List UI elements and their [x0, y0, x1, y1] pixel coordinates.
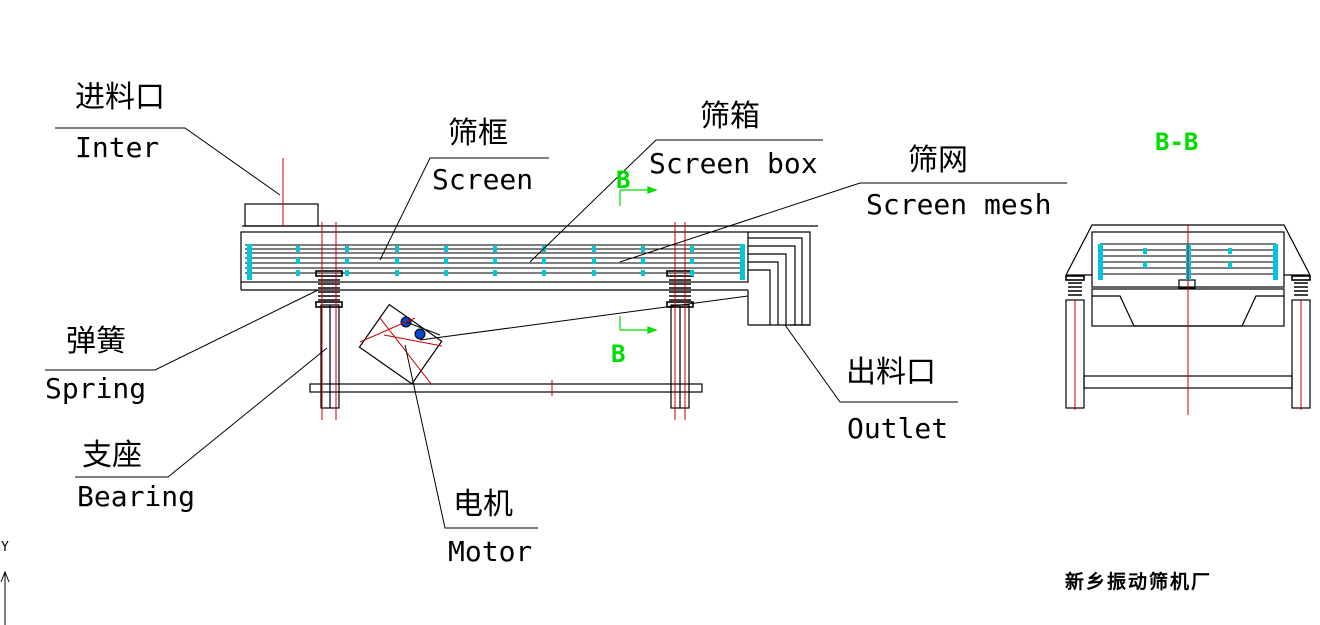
center-lines	[282, 158, 686, 420]
label-spring-zh: 弹簧	[66, 324, 126, 359]
section-springs	[1065, 275, 1311, 296]
label-box-en: Screen box	[649, 147, 818, 180]
outlet-chute	[747, 231, 811, 326]
label-inlet-zh: 进料口	[75, 80, 165, 115]
label-screen-zh: 筛框	[448, 116, 508, 151]
section-mark-lines	[619, 186, 658, 334]
section-mark-bottom: B	[611, 340, 626, 368]
section-view-title: B-B	[1155, 128, 1199, 156]
ucs-axis-icon	[0, 570, 10, 625]
label-box-zh: 筛箱	[700, 99, 760, 134]
vibration-motor	[358, 303, 443, 385]
label-screen-en: Screen	[432, 163, 534, 196]
springs-main	[315, 270, 694, 308]
screen-box-frame	[240, 231, 749, 283]
mesh-markers	[247, 244, 745, 280]
label-bearing-zh: 支座	[82, 438, 142, 473]
section-center-lines	[1074, 225, 1302, 415]
label-mesh-en: Screen mesh	[866, 188, 1052, 221]
label-bearing-en: Bearing	[77, 480, 196, 513]
ucs-axis-label: Y	[1, 540, 9, 555]
motor-bolts	[400, 316, 441, 340]
label-outlet-en: Outlet	[847, 412, 949, 445]
inlet-hopper	[244, 203, 319, 227]
label-motor-zh: 电机	[453, 487, 513, 522]
label-outlet-zh: 出料口	[846, 355, 936, 390]
label-spring-en: Spring	[45, 372, 147, 405]
main-elevation-view	[240, 203, 818, 409]
leader-lines	[45, 127, 1067, 529]
base-beam	[309, 383, 703, 393]
label-motor-en: Motor	[448, 535, 533, 568]
label-mesh-zh: 筛网	[908, 143, 968, 178]
label-inlet-en: Inter	[75, 131, 160, 164]
section-mark-top: B	[616, 166, 631, 194]
manufacturer-name: 新乡振动筛机厂	[1065, 571, 1213, 593]
